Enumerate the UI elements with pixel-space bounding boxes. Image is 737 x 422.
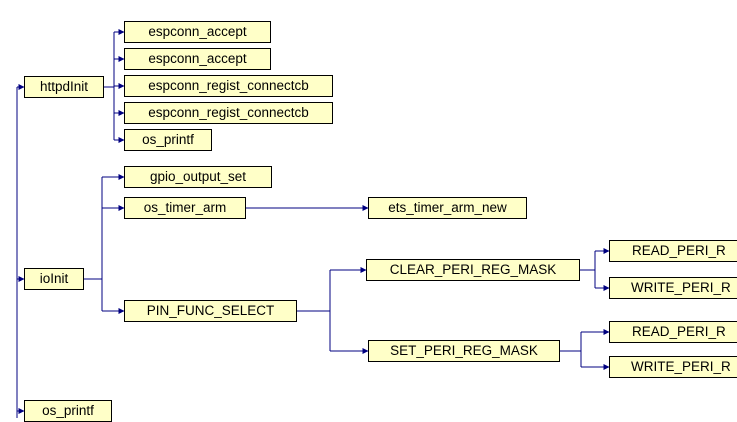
node-os_timer_arm[interactable]: os_timer_arm [124,197,246,219]
CLEAR-bus [580,251,596,288]
node-espconn_accept-1[interactable]: espconn_accept [124,21,271,43]
node-PIN_FUNC_SELECT[interactable]: PIN_FUNC_SELECT [124,300,297,322]
node-os_printf-root[interactable]: os_printf [24,400,112,422]
SET-bus [560,332,582,367]
node-espconn_regist_connectcb-1[interactable]: espconn_regist_connectcb [124,75,333,97]
node-os_printf-httpd[interactable]: os_printf [124,129,212,151]
node-espconn_accept-2[interactable]: espconn_accept [124,48,271,70]
node-WRITE_PERI_REG-set[interactable]: WRITE_PERI_R [609,356,737,378]
node-ioInit[interactable]: ioInit [24,268,84,290]
node-READ_PERI_REG-set[interactable]: READ_PERI_R [609,321,737,343]
node-httpdInit[interactable]: httpdInit [24,76,104,98]
node-SET_PERI_REG_MASK[interactable]: SET_PERI_REG_MASK [368,340,560,362]
node-espconn_regist_connectcb-2[interactable]: espconn_regist_connectcb [124,102,333,124]
node-ets_timer_arm_new[interactable]: ets_timer_arm_new [368,197,527,219]
PIN_FUNC_SELECT-bus [297,270,331,351]
node-WRITE_PERI_REG-clear[interactable]: WRITE_PERI_R [609,277,737,299]
httpdInit-bus [104,32,115,140]
ioInit-bus [84,177,103,311]
node-READ_PERI_REG-clear[interactable]: READ_PERI_R [609,240,737,262]
node-CLEAR_PERI_REG_MASK[interactable]: CLEAR_PERI_REG_MASK [366,259,580,281]
node-gpio_output_set[interactable]: gpio_output_set [124,166,272,188]
